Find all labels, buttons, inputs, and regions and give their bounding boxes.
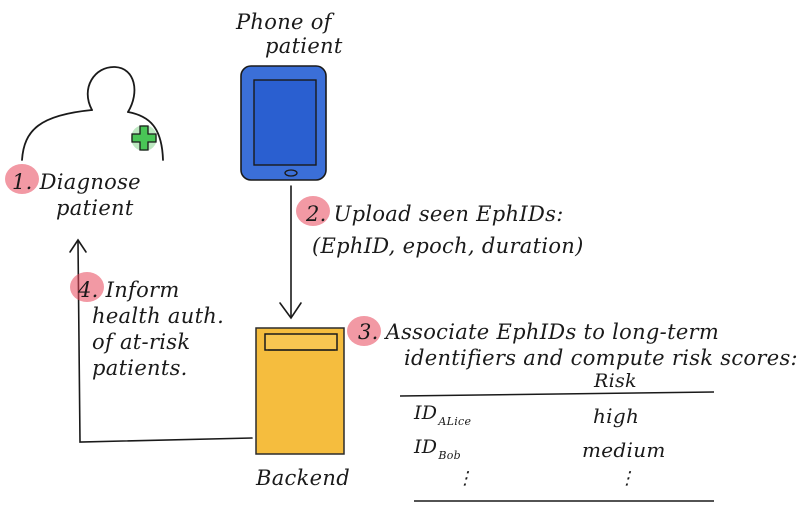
step-4-line2: health auth. [92, 304, 225, 328]
table-header-risk: Risk [594, 370, 637, 392]
step-4-line1: 4. Inform [78, 278, 180, 302]
table-row: IDALice [414, 402, 472, 428]
step-2-line2: (EphID, epoch, duration) [312, 234, 584, 258]
row-id-prefix: ID [414, 436, 438, 458]
step-3-line1: 3. Associate EphIDs to long-term [358, 320, 720, 344]
inform-arrow [69, 238, 253, 443]
step-4-highlight [70, 272, 104, 302]
row-risk: high [593, 404, 640, 428]
step-2-line1: 2. Upload seen EphIDs: [306, 202, 564, 226]
step-4-line4: patients. [92, 356, 188, 380]
phone-icon [240, 65, 327, 181]
step-2-highlight [296, 196, 330, 226]
step-3-highlight [347, 316, 381, 346]
row-risk: medium [582, 438, 666, 462]
row-id-sub: ALice [438, 415, 472, 428]
step-1-line2: patient [56, 196, 134, 220]
table-ellipsis-left: ⋮ [456, 468, 475, 489]
upload-arrow [279, 185, 302, 320]
row-id-prefix: ID [414, 402, 438, 424]
row-id-sub: Bob [438, 449, 461, 462]
table-row: IDBob [414, 436, 461, 462]
step-1-highlight [5, 164, 39, 194]
table-ellipsis-right: ⋮ [618, 468, 637, 489]
step-3-line2: identifiers and compute risk scores: [404, 346, 798, 370]
step-1-line1: 1. Diagnose [12, 170, 141, 194]
person-icon [21, 66, 164, 161]
table-header-rule [399, 391, 715, 397]
step-4-line3: of at-risk [92, 330, 191, 354]
phone-label-line2: patient [265, 34, 343, 58]
cross-icon [131, 125, 157, 151]
backend-label: Backend [256, 466, 350, 490]
server-icon [255, 327, 345, 455]
phone-label-line1: Phone of [236, 10, 332, 34]
